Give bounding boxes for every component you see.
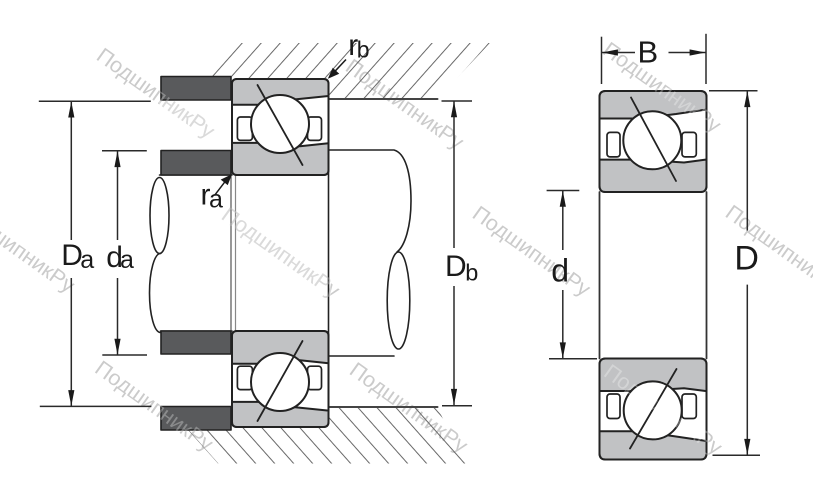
svg-text:D: D bbox=[734, 240, 759, 278]
svg-text:r: r bbox=[201, 178, 211, 211]
svg-text:a: a bbox=[120, 246, 134, 274]
svg-text:d: d bbox=[551, 252, 569, 288]
svg-text:D: D bbox=[445, 250, 467, 283]
svg-text:a: a bbox=[209, 185, 223, 213]
svg-text:D: D bbox=[61, 239, 83, 272]
svg-text:ПодшипникРу: ПодшипникРу bbox=[217, 203, 344, 303]
svg-text:ПодшипникРу: ПодшипникРу bbox=[468, 201, 595, 301]
svg-text:d: d bbox=[106, 241, 123, 274]
svg-text:a: a bbox=[80, 246, 94, 274]
svg-text:r: r bbox=[348, 29, 358, 62]
svg-text:b: b bbox=[465, 259, 478, 285]
svg-text:b: b bbox=[357, 37, 370, 63]
svg-text:B: B bbox=[638, 34, 659, 69]
